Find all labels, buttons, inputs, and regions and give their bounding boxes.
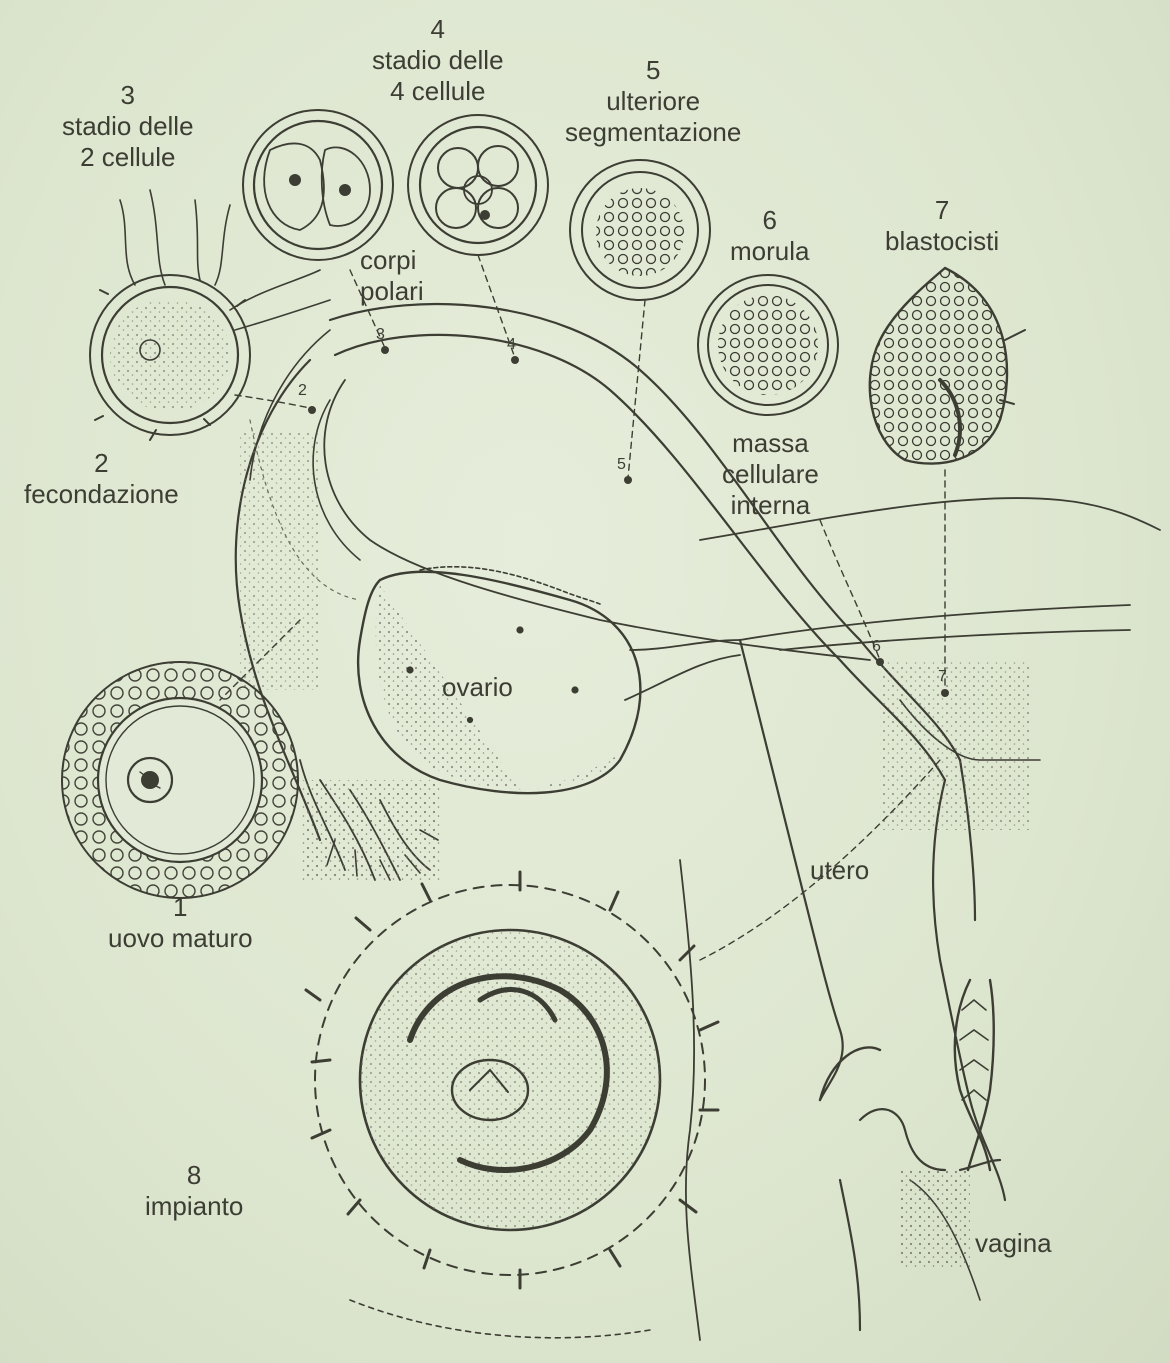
label-stage4-line2: 4 cellule <box>372 76 504 107</box>
label-corpi-polari: corpi polari <box>360 245 424 307</box>
label-stage3: 3 stadio delle 2 cellule <box>62 80 194 173</box>
path-marker-6: 6 <box>872 638 881 656</box>
label-corpi-polari-line1: corpi <box>360 245 424 276</box>
label-stage6-number: 6 <box>730 205 809 236</box>
label-ovario-text: ovario <box>442 672 513 703</box>
fimbriae <box>300 760 440 880</box>
label-stage7: 7 blastocisti <box>885 195 999 257</box>
segmentation-stage <box>570 160 710 300</box>
label-stage8-number: 8 <box>145 1160 243 1191</box>
label-corpi-polari-line2: polari <box>360 276 424 307</box>
four-cell-stage <box>408 115 548 255</box>
label-stage6: 6 morula <box>730 205 809 267</box>
label-stage2-text: fecondazione <box>24 479 179 510</box>
label-stage7-text: blastocisti <box>885 226 999 257</box>
label-stage4-line1: stadio delle <box>372 45 504 76</box>
mature-egg <box>62 662 298 898</box>
label-vagina-text: vagina <box>975 1228 1052 1259</box>
label-stage7-number: 7 <box>885 195 999 226</box>
label-stage5: 5 ulteriore segmentazione <box>565 55 741 148</box>
fertilisation-egg <box>90 190 330 440</box>
path-marker-7: 7 <box>938 668 947 686</box>
label-stage8: 8 impianto <box>145 1160 243 1222</box>
label-stage1-number: 1 <box>108 892 253 923</box>
label-stage4-number: 4 <box>372 14 504 45</box>
label-stage5-number: 5 <box>565 55 741 86</box>
label-stage5-line2: segmentazione <box>565 117 741 148</box>
path-marker-5: 5 <box>617 456 626 474</box>
label-massa-cellulare: massa cellulare interna <box>722 428 819 521</box>
label-utero: utero <box>810 855 869 886</box>
label-stage2: 2 fecondazione <box>24 448 179 510</box>
label-stage5-line1: ulteriore <box>565 86 741 117</box>
two-cell-stage <box>243 110 393 260</box>
path-marker-2: 2 <box>298 382 307 400</box>
path-marker-4: 4 <box>507 336 516 354</box>
label-stage4: 4 stadio delle 4 cellule <box>372 14 504 107</box>
uterus <box>740 640 1040 1330</box>
ovary <box>358 567 740 793</box>
fallopian-tube <box>236 304 960 840</box>
label-ovario: ovario <box>442 672 513 703</box>
morula-stage <box>698 275 838 415</box>
implantation-stage <box>306 860 718 1340</box>
label-stage3-line1: stadio delle <box>62 111 194 142</box>
label-stage3-number: 3 <box>62 80 194 111</box>
label-utero-text: utero <box>810 855 869 886</box>
label-stage3-line2: 2 cellule <box>62 142 194 173</box>
path-marker-3: 3 <box>376 326 385 344</box>
label-massa-cellulare-line2: cellulare <box>722 459 819 490</box>
label-massa-cellulare-line1: massa <box>722 428 819 459</box>
label-vagina: vagina <box>975 1228 1052 1259</box>
label-stage8-text: impianto <box>145 1191 243 1222</box>
label-stage6-text: morula <box>730 236 809 267</box>
label-stage2-number: 2 <box>24 448 179 479</box>
label-massa-cellulare-line3: interna <box>722 490 819 521</box>
label-stage1-text: uovo maturo <box>108 923 253 954</box>
label-stage1: 1 uovo maturo <box>108 892 253 954</box>
blastocyst-stage <box>870 268 1025 464</box>
